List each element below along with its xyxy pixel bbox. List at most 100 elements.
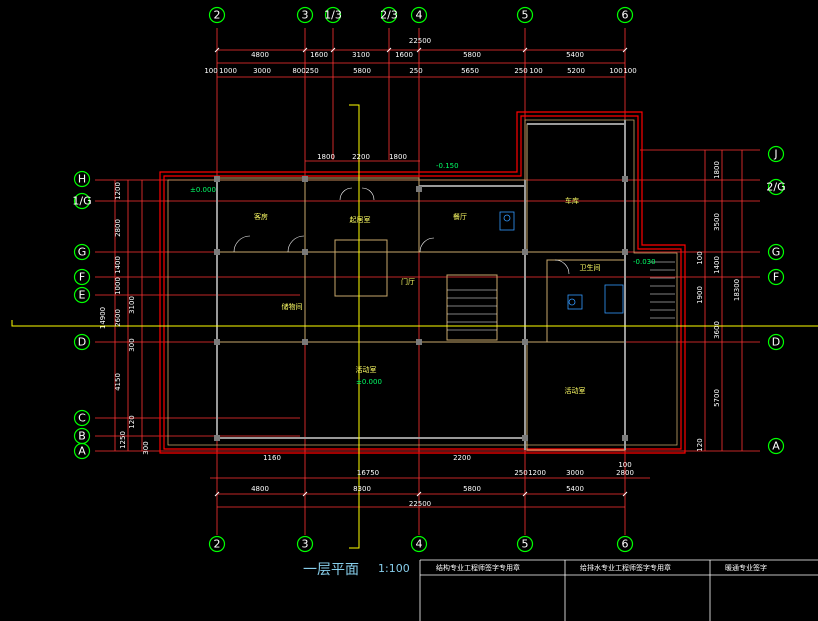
dim-right-3: 1400 [713, 256, 721, 274]
axis-bubble-top-1-circle [296, 6, 314, 24]
axis-bubble-right-3-label: F [773, 271, 779, 284]
room-label-living: 起居室 [350, 215, 371, 224]
section-lines [11, 104, 818, 549]
axis-bubble-bottom-0-label: 2 [214, 538, 221, 551]
axis-bubble-bottom-1-circle [296, 535, 314, 553]
dim-right-5: 3600 [713, 321, 721, 339]
axis-bubble-bottom-2-circle [410, 535, 428, 553]
room-labels: 客房 起居室 餐厅 车库 储物间 门厅 卫生间 活动室 活动室 [254, 196, 601, 395]
dim-top-r2-10: 5200 [567, 67, 585, 75]
dim-top-r2-8: 250 [514, 67, 527, 75]
dim-bot-inner-1: 16750 [357, 469, 379, 477]
dim-top-r2-0: 100 [204, 67, 217, 75]
axis-bubble-left-4-label: E [79, 289, 86, 302]
axis-bubble-bottom-4-label: 6 [622, 538, 629, 551]
axis-bubble-top-2-label: 1/3 [324, 9, 342, 22]
axis-bubble-top-0-circle [208, 6, 226, 24]
plan-title: 一层平面 [303, 562, 359, 578]
room-label-garage: 车库 [565, 196, 579, 205]
dim-bot-4: 5400 [566, 485, 584, 493]
axis-bubble-right-5-circle [767, 437, 785, 455]
axis-bubble-bottom-3-label: 5 [522, 538, 529, 551]
dim-top-total: 22500 [409, 37, 431, 45]
columns [214, 176, 628, 441]
axis-bubble-bottom-1-label: 3 [302, 538, 309, 551]
dim-top-r2-4: 250 [305, 67, 318, 75]
dim-left-11: 1250 [119, 431, 127, 449]
axis-bubble-top-6-circle [616, 6, 634, 24]
axis-bubble-left-5-circle [73, 333, 91, 351]
dim-left-4: 1000 [114, 277, 122, 295]
dim-bot-inner-5: 2800 [616, 469, 634, 477]
axis-bubble-bottom-4-circle [616, 535, 634, 553]
dim-top-r2-6: 250 [409, 67, 422, 75]
dim-bot-inner-8: 100 [618, 461, 631, 469]
axis-bubble-top-0-label: 2 [214, 9, 221, 22]
dim-top-r2-9: 100 [529, 67, 542, 75]
dim-inner-1: 1800 [317, 153, 335, 161]
axis-bubble-right-1-label: 2/G [766, 181, 785, 194]
dim-left-2: 2800 [114, 219, 122, 237]
axis-bubble-top-1-label: 3 [302, 9, 309, 22]
door-swings [233, 187, 570, 275]
dim-left-9: 120 [128, 415, 136, 428]
dim-top-4: 1600 [395, 51, 413, 59]
dim-left-10: 300 [128, 338, 136, 351]
title-block-cell-3: 暖通专业签字 [725, 564, 767, 572]
axis-bubble-left-7-label: B [78, 430, 86, 443]
title-block-frame [419, 559, 818, 621]
axis-bubble-left-8-label: A [78, 445, 86, 458]
axis-bubble-right-3-circle [767, 268, 785, 286]
dim-right-6: 5700 [713, 389, 721, 407]
dim-bot-inner-7: 2200 [453, 454, 471, 462]
right-dimensions: 1800 3500 1400 1900 3600 5700 18300 120 … [696, 161, 741, 452]
dim-bot-inner-3: 1200 [528, 469, 546, 477]
axis-bubble-left-2-circle [73, 243, 91, 261]
axis-bubble-left-8-circle [73, 442, 91, 460]
room-label-hall: 门厅 [401, 277, 415, 286]
axis-bubble-top-3-circle [380, 6, 398, 24]
title-block-cell-1: 结构专业工程师签字专用章 [436, 564, 520, 572]
dim-top-r2-2: 3000 [253, 67, 271, 75]
axis-bubble-bottom-2-label: 4 [416, 538, 423, 551]
axis-bubble-left-6-label: C [78, 412, 86, 425]
axis-bubble-left-1-label: 1/G [72, 195, 91, 208]
axis-bubble-top-4-label: 4 [416, 9, 423, 22]
dim-right-7: 18300 [733, 279, 741, 301]
elevation-marks: ±0.000 -0.150 ±0.000 -0.030 [190, 162, 656, 386]
dim-right-1: 1800 [713, 161, 721, 179]
axis-bubble-top-5-label: 5 [522, 9, 529, 22]
room-label-activity-2: 活动室 [565, 386, 586, 395]
dim-top-r2-1: 1000 [219, 67, 237, 75]
top-dimensions: 4800 1600 3100 1600 5800 5400 22500 100 … [204, 37, 636, 161]
bottom-dimensions: 4800 8300 5800 5400 22500 16750 250 1200… [251, 454, 634, 508]
dim-top-r2-11: 100 [609, 67, 622, 75]
dim-top-6: 5400 [566, 51, 584, 59]
room-label-activity: 活动室 [356, 365, 377, 374]
building-outline [159, 111, 686, 454]
dim-bot-total: 22500 [409, 500, 431, 508]
axis-bubble-left-0-circle [73, 170, 91, 188]
axis-bubble-bottom-3-circle [516, 535, 534, 553]
title-block: 结构专业工程师签字专用章 给排水专业工程师签字专用章 暖通专业签字 [420, 560, 818, 621]
dim-bot-1: 4800 [251, 485, 269, 493]
dim-bot-inner-6: 1160 [263, 454, 281, 462]
stair-lines [447, 261, 675, 331]
dim-top-r2-12: 100 [623, 67, 636, 75]
room-label-bathroom: 卫生间 [580, 263, 601, 272]
fixtures [499, 211, 624, 314]
dim-bot-2: 8300 [353, 485, 371, 493]
dim-right-8: 120 [696, 438, 704, 451]
axis-bubble-bottom-0-circle [208, 535, 226, 553]
elevation-3: ±0.000 [356, 378, 382, 386]
axis-bubble-right-5-label: A [772, 440, 780, 453]
axis-bubble-right-2-label: G [772, 246, 781, 259]
room-label-guest: 客房 [254, 212, 268, 221]
axis-bubble-top-2-circle [324, 6, 342, 24]
axis-bubble-left-4-circle [73, 286, 91, 304]
interior-walls [216, 123, 626, 451]
dim-right-2: 3500 [713, 213, 721, 231]
dim-top-1: 4800 [251, 51, 269, 59]
